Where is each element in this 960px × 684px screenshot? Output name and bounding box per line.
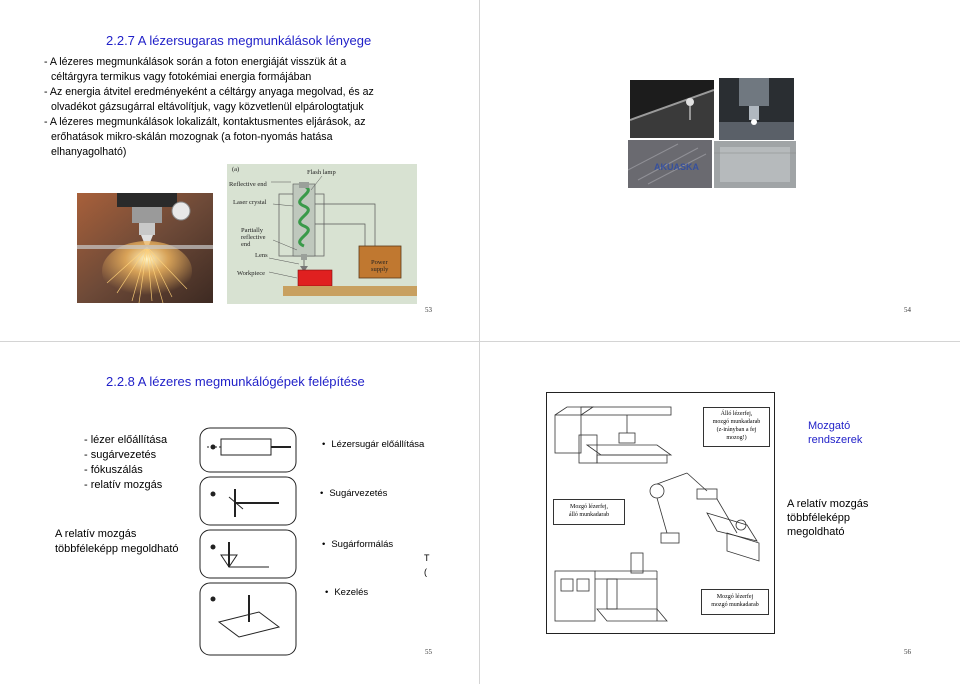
- collage-photo-top-right-image: [719, 78, 794, 140]
- slide-55-title: 2.2.8 A lézeres megmunkálógépek felépíté…: [106, 374, 365, 389]
- label-line: mozgó munkadarab: [702, 601, 768, 609]
- label-box-moving-head: Mozgó lézerfej, álló munkadarab: [553, 499, 625, 525]
- laser-cutting-photo-image: [77, 193, 213, 303]
- list-item: - lézer előállítása: [84, 433, 167, 448]
- label-box-both-moving: Mozgó lézerfej mozgó munkadarab: [701, 589, 769, 615]
- label-line: Álló lézerfej,: [704, 410, 769, 418]
- svg-text:AKUASKA: AKUASKA: [654, 162, 700, 172]
- diagram-label-reflective: reflective: [241, 234, 266, 241]
- collage-photo-bottom-right-image: [714, 141, 796, 188]
- slide-54: AKUASKA 54: [480, 0, 960, 341]
- collage-photo-top-right: [719, 78, 794, 140]
- note-line: A relatív mozgás: [787, 497, 868, 511]
- slide-56: Álló lézerfej, mozgó munkadarab (z-irány…: [480, 342, 960, 684]
- diagram-label-workpiece: Workpiece: [237, 270, 265, 277]
- heading-line: rendszerek: [808, 433, 862, 447]
- diagram-panel-label: (a): [232, 166, 239, 173]
- label-line: mozog!): [704, 434, 769, 442]
- heading-line: Mozgató: [808, 419, 862, 433]
- laser-cutting-photo: [77, 193, 213, 303]
- diagram-label-reflective-end: Reflective end: [229, 181, 267, 188]
- slide-56-heading: Mozgató rendszerek: [808, 419, 862, 447]
- slide-53-text: - A lézeres megmunkálások során a foton …: [44, 55, 464, 160]
- motion-systems-figure: Álló lézerfej, mozgó munkadarab (z-irány…: [546, 392, 775, 634]
- text-line: elhanyagolható): [44, 145, 464, 160]
- diagram-label-power: Power: [371, 259, 388, 266]
- note-line: A relatív mozgás: [55, 527, 179, 542]
- collage-photo-top-left: [630, 80, 714, 138]
- slide-55: 2.2.8 A lézeres megmunkálógépek felépíté…: [0, 342, 479, 684]
- slide-56-note: A relatív mozgás többféleképp megoldható: [787, 497, 868, 539]
- list-item: - relatív mozgás: [84, 478, 167, 493]
- laser-diagram: (a) Reflective end Flash lamp Laser crys…: [227, 164, 417, 304]
- collage-photo-bottom-left: AKUASKA: [628, 140, 712, 188]
- text-line: - A lézeres megmunkálások lokalizált, ko…: [44, 115, 464, 130]
- slide-53-title: 2.2.7 A lézersugaras megmunkálások lénye…: [106, 33, 371, 48]
- bullet-item: •Kezelés: [325, 587, 368, 598]
- list-item: - fókuszálás: [84, 463, 167, 478]
- text-line: - Az energia átvitel eredményeként a cél…: [44, 85, 464, 100]
- note-line: többféleképp: [787, 511, 868, 525]
- page-number: 54: [904, 306, 911, 314]
- page-number: 53: [425, 306, 432, 314]
- collage-photo-bottom-left-image: AKUASKA: [628, 140, 712, 188]
- stray-glyph: T: [424, 553, 430, 563]
- diagram-label-end: end: [241, 241, 250, 248]
- label-line: álló munkadarab: [554, 511, 624, 519]
- label-line: mozgó munkadarab: [704, 418, 769, 426]
- diagram-label-lens: Lens: [255, 252, 268, 259]
- bullet-item: •Sugárvezetés: [320, 488, 387, 499]
- text-line: - A lézeres megmunkálások során a foton …: [44, 55, 464, 70]
- diagram-label-partially: Partially: [241, 227, 263, 234]
- text-line: olvadékot gázsugárral eltávolítjuk, vagy…: [44, 100, 464, 115]
- label-line: Mozgó lézerfej,: [554, 503, 624, 511]
- text-line: erőhatások mikro-skálán mozognak (a foto…: [44, 130, 464, 145]
- page-number: 55: [425, 648, 432, 656]
- label-box-stationary-head: Álló lézerfej, mozgó munkadarab (z-irány…: [703, 407, 770, 447]
- stray-glyph: (: [424, 567, 427, 577]
- slide-53: 2.2.7 A lézersugaras megmunkálások lénye…: [0, 0, 479, 341]
- note-line: többféleképp megoldható: [55, 542, 179, 557]
- note-line: megoldható: [787, 525, 868, 539]
- bullet-item: •Sugárformálás: [322, 539, 393, 550]
- label-line: Mozgó lézerfej: [702, 593, 768, 601]
- slide-55-list: - lézer előállítása - sugárvezetés - fók…: [84, 433, 167, 493]
- diagram-label-flash-lamp: Flash lamp: [307, 169, 336, 176]
- text-line: céltárgyra termikus vagy fotokémiai ener…: [44, 70, 464, 85]
- label-line: (z-irányban a fej: [704, 426, 769, 434]
- diagram-label-laser-crystal: Laser crystal: [233, 199, 266, 206]
- list-item: - sugárvezetés: [84, 448, 167, 463]
- collage-photo-bottom-right: [714, 141, 796, 188]
- collage-photo-top-left-image: [630, 80, 714, 138]
- bullet-item: •Lézersugár előállítása: [322, 439, 424, 450]
- machine-component-strip-drawing: [199, 427, 297, 657]
- diagram-label-supply: supply: [371, 266, 388, 273]
- slide-55-note: A relatív mozgás többféleképp megoldható: [55, 527, 179, 557]
- page-number: 56: [904, 648, 911, 656]
- machine-component-strip: [199, 427, 297, 657]
